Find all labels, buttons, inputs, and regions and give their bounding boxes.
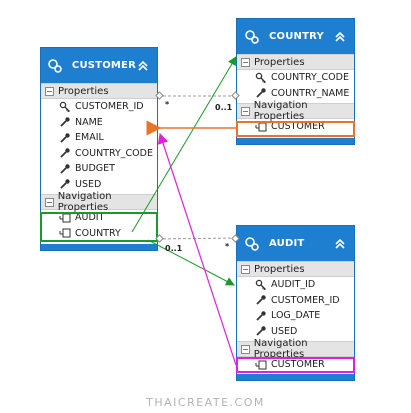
nav-row-audit[interactable]: AUDIT xyxy=(41,210,157,226)
entity-title: COUNTRY xyxy=(269,31,324,42)
properties-section-header[interactable]: − Properties xyxy=(41,83,157,99)
arrow-audit-to-audit-entity xyxy=(147,239,235,286)
nav-property-name: CUSTOMER xyxy=(271,121,325,133)
association-customer-audit xyxy=(157,237,237,240)
highlight-box-customer-navigation xyxy=(40,212,158,242)
properties-section-header[interactable]: − Properties xyxy=(237,54,354,70)
entity-header-audit[interactable]: AUDIT xyxy=(237,226,354,261)
multiplicity-customer-audit-one: 0..1 xyxy=(165,244,183,253)
property-name: USED xyxy=(75,178,102,190)
property-name: COUNTRY_CODE xyxy=(75,147,153,159)
collapse-minus-icon[interactable]: − xyxy=(45,86,54,96)
entity-title: AUDIT xyxy=(269,238,305,249)
property-name: EMAIL xyxy=(75,132,104,144)
section-label: Navigation Properties xyxy=(253,100,308,122)
entity-title: CUSTOMER xyxy=(71,60,136,71)
collapse-chevron-icon[interactable] xyxy=(332,236,348,252)
navigation-section-header[interactable]: − Navigation Properties xyxy=(237,100,354,122)
property-name: COUNTRY_CODE xyxy=(271,72,349,84)
entity-header-country[interactable]: COUNTRY xyxy=(237,19,354,54)
collapse-chevron-icon[interactable] xyxy=(136,58,151,74)
collapse-minus-icon[interactable]: − xyxy=(241,106,250,116)
properties-section-header[interactable]: − Properties xyxy=(237,261,354,277)
key-icon xyxy=(255,72,267,84)
property-name: AUDIT_ID xyxy=(271,279,316,291)
navigation-property-icon xyxy=(255,359,267,371)
property-name: CUSTOMER_ID xyxy=(75,101,144,113)
multiplicity-customer-country-many: * xyxy=(165,100,170,109)
property-row-email[interactable]: EMAIL xyxy=(41,130,157,146)
entity-type-icon xyxy=(243,28,261,46)
wrench-icon xyxy=(255,325,267,337)
collapse-minus-icon[interactable]: − xyxy=(241,264,250,274)
collapse-minus-icon[interactable]: − xyxy=(241,57,250,67)
property-row-customer-id[interactable]: CUSTOMER_ID xyxy=(41,99,157,115)
collapse-minus-icon[interactable]: − xyxy=(45,197,54,207)
watermark-text: THAICREATE.COM xyxy=(146,396,265,409)
section-label: Properties xyxy=(58,85,109,97)
entity-footer xyxy=(237,374,354,380)
multiplicity-customer-audit-many: * xyxy=(225,242,230,251)
property-name: LOG_DATE xyxy=(271,310,321,322)
nav-property-name: AUDIT xyxy=(75,212,105,224)
property-row-country-name[interactable]: COUNTRY_NAME xyxy=(237,86,354,102)
section-label: Properties xyxy=(254,56,305,68)
nav-property-name: COUNTRY xyxy=(75,227,121,239)
property-row-used[interactable]: USED xyxy=(41,177,157,193)
navigation-property-icon xyxy=(59,227,71,239)
property-row-used[interactable]: USED xyxy=(237,324,354,340)
property-row-country-code[interactable]: COUNTRY_CODE xyxy=(41,146,157,162)
property-name: CUSTOMER_ID xyxy=(271,294,340,306)
property-name: BUDGET xyxy=(75,163,115,175)
collapse-chevron-icon[interactable] xyxy=(332,29,348,45)
section-label: Navigation Properties xyxy=(57,191,112,213)
wrench-icon xyxy=(59,116,71,128)
nav-row-country[interactable]: COUNTRY xyxy=(41,226,157,242)
nav-row-customer[interactable]: CUSTOMER xyxy=(237,357,354,373)
section-label: Properties xyxy=(254,263,305,275)
wrench-icon xyxy=(255,87,267,99)
highlight-box-country-navigation xyxy=(236,121,355,137)
multiplicity-customer-country-one: 0..1 xyxy=(215,103,233,112)
property-name: USED xyxy=(271,325,298,337)
entity-audit[interactable]: AUDIT − Properties AUDIT_ID CUSTOMER_ID … xyxy=(236,225,355,381)
entity-type-icon xyxy=(47,57,64,75)
wrench-icon xyxy=(59,132,71,144)
nav-property-name: CUSTOMER xyxy=(271,359,325,371)
entity-footer xyxy=(237,138,354,144)
property-row-customer-id[interactable]: CUSTOMER_ID xyxy=(237,293,354,309)
wrench-icon xyxy=(59,178,71,190)
highlight-box-audit-navigation xyxy=(236,357,355,373)
property-name: NAME xyxy=(75,116,103,128)
property-row-log-date[interactable]: LOG_DATE xyxy=(237,308,354,324)
property-row-audit-id[interactable]: AUDIT_ID xyxy=(237,277,354,293)
property-row-country-code[interactable]: COUNTRY_CODE xyxy=(237,70,354,86)
wrench-icon xyxy=(255,310,267,322)
entity-footer xyxy=(41,244,157,250)
entity-type-icon xyxy=(243,235,261,253)
key-icon xyxy=(59,101,71,113)
property-name: COUNTRY_NAME xyxy=(271,87,350,99)
wrench-icon xyxy=(59,163,71,175)
entity-header-customer[interactable]: CUSTOMER xyxy=(41,48,157,83)
property-row-budget[interactable]: BUDGET xyxy=(41,161,157,177)
key-icon xyxy=(255,279,267,291)
wrench-icon xyxy=(255,294,267,306)
section-label: Navigation Properties xyxy=(253,338,308,360)
entity-country[interactable]: COUNTRY − Properties COUNTRY_CODE COUNTR… xyxy=(236,18,355,145)
property-row-name[interactable]: NAME xyxy=(41,115,157,131)
collapse-minus-icon[interactable]: − xyxy=(241,344,250,354)
navigation-section-header[interactable]: − Navigation Properties xyxy=(41,191,157,213)
wrench-icon xyxy=(59,147,71,159)
navigation-section-header[interactable]: − Navigation Properties xyxy=(237,338,354,360)
